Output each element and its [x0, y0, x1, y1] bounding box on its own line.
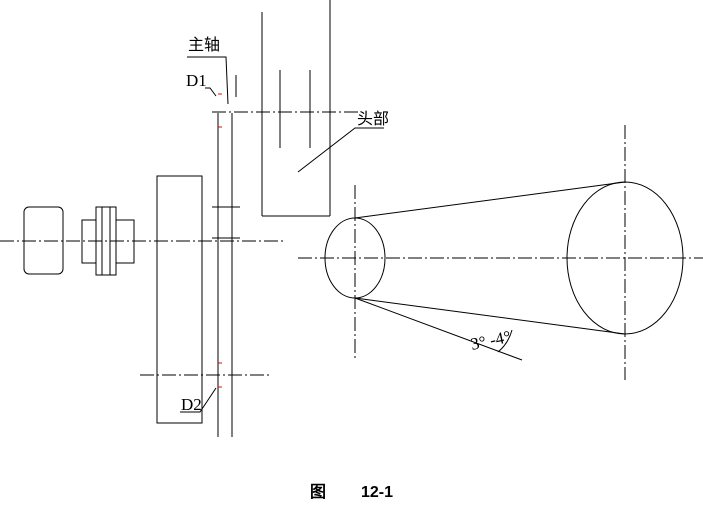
- figure-caption: 图 12-1: [0, 478, 703, 502]
- d1-leader: [205, 87, 217, 97]
- angle-label: 3° -4°: [469, 327, 513, 354]
- motor-block: [23, 206, 64, 275]
- head-label: 头部: [357, 109, 389, 128]
- angle-line: [354, 297, 523, 361]
- d1-label: D1: [186, 71, 207, 90]
- d1-marks: [218, 93, 222, 128]
- caption-number: 12-1: [360, 484, 393, 501]
- belt-lower: [354, 297, 626, 335]
- angle-arc: [497, 329, 513, 353]
- head-block: [261, 0, 331, 217]
- spindle-label: 主轴: [188, 35, 220, 54]
- spindle-leader: [187, 56, 229, 105]
- grinding-wheel: [156, 175, 203, 424]
- d2-leader: [180, 387, 217, 413]
- caption-prefix: 图: [310, 484, 327, 501]
- coupling: [81, 206, 135, 276]
- head-leader: [297, 127, 384, 173]
- d2-label: D2: [181, 395, 202, 414]
- d2-marks: [218, 362, 222, 388]
- spindle-shaft: [212, 113, 240, 437]
- belt-upper: [354, 181, 626, 219]
